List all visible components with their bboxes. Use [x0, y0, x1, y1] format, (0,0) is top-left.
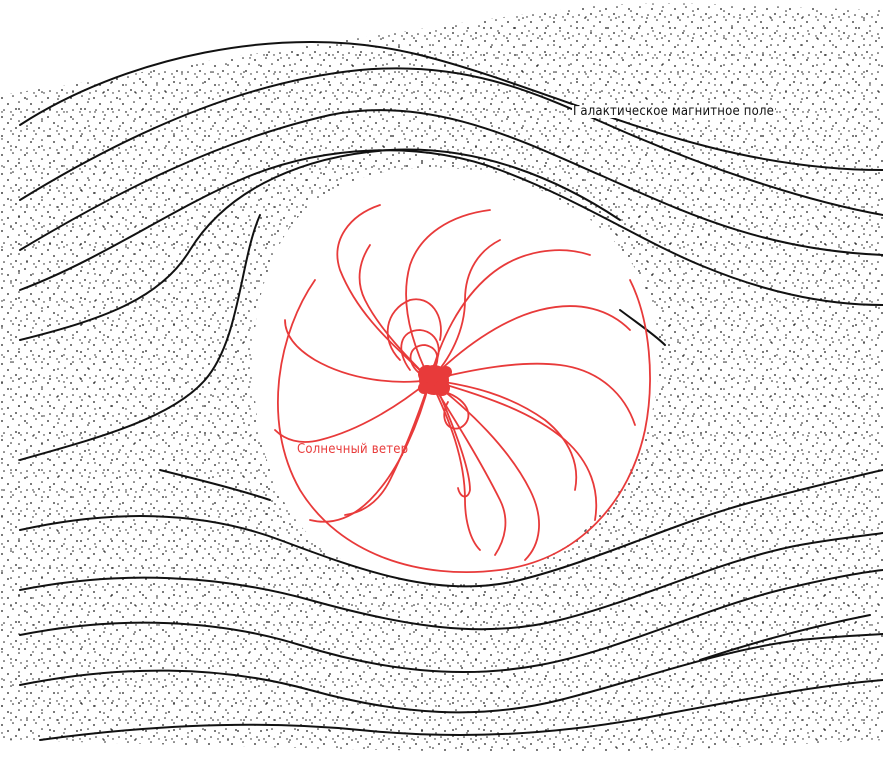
- field-line: [19, 41, 883, 171]
- inner-loop: [443, 391, 470, 430]
- galactic-field-lines: [19, 41, 883, 741]
- heliosphere-boundary: [277, 279, 651, 573]
- spiral-arm: [429, 239, 501, 381]
- inner-loop: [386, 298, 442, 361]
- field-line: [699, 614, 871, 661]
- spiral-arm: [344, 379, 431, 516]
- spiral-arm: [429, 379, 507, 556]
- solar-wind-spiral: [274, 204, 651, 573]
- solar-wind-label: Солнечный ветер: [297, 442, 409, 457]
- spiral-arm: [274, 379, 431, 443]
- sun: [418, 365, 452, 396]
- field-line: [19, 109, 883, 256]
- field-line: [19, 214, 261, 461]
- spiral-arm: [439, 394, 471, 498]
- spiral-arm: [284, 319, 431, 383]
- field-line: [39, 679, 883, 741]
- field-line: [19, 149, 883, 306]
- field-line: [159, 469, 271, 501]
- spiral-arm: [429, 249, 591, 381]
- spiral-arm: [336, 204, 431, 381]
- field-line: [19, 532, 883, 631]
- inner-loop: [400, 329, 440, 371]
- field-line: [19, 633, 883, 714]
- spiral-arm: [429, 379, 578, 491]
- spiral-arm: [429, 305, 631, 381]
- spiral-arm: [429, 362, 636, 426]
- field-line: [19, 469, 883, 588]
- field-line: [19, 148, 621, 341]
- spiral-arm: [429, 379, 540, 561]
- spiral-arm: [405, 209, 491, 381]
- inner-loop: [409, 344, 439, 373]
- galactic-field-label: Галактическое магнитное поле: [572, 104, 776, 119]
- field-line: [19, 67, 883, 216]
- spiral-arm: [358, 244, 431, 381]
- field-line: [19, 569, 883, 674]
- spiral-arm: [309, 379, 431, 523]
